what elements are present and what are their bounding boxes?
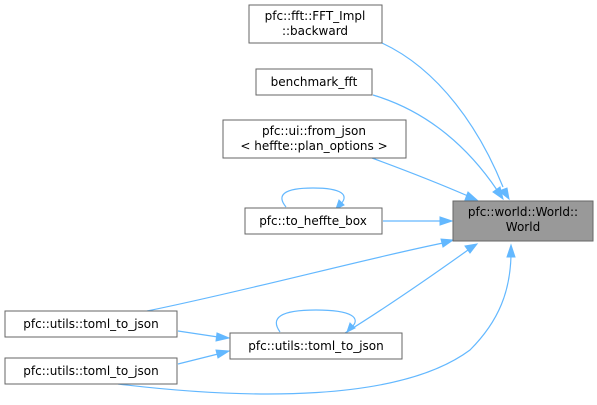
- edge-toml-mid-self-loop: [275, 309, 356, 333]
- edge-from-json-to-world: [371, 157, 469, 197]
- arrowhead-icon: [439, 216, 454, 226]
- node-label-line: pfc::fft::FFT_Impl: [265, 9, 366, 23]
- node-label-line: pfc::to_heffte_box: [259, 214, 367, 228]
- node-label-line: ::backward: [282, 24, 348, 38]
- arrowhead-icon: [464, 243, 479, 254]
- arrowhead-icon: [498, 187, 510, 201]
- node-label-line: benchmark_fft: [271, 75, 358, 89]
- nodes: pfc::world::World:: World pfc::fft::FFT_…: [4, 4, 594, 385]
- node-label-line: World: [506, 220, 540, 234]
- edge-benchmark-fft-to-world: [372, 94, 498, 191]
- arrowhead-icon: [346, 322, 356, 333]
- edge-toml-a-to-world: [146, 242, 444, 312]
- node-to-heffte-box[interactable]: pfc::to_heffte_box: [244, 207, 383, 235]
- arrowhead-icon: [492, 186, 504, 201]
- arrowhead-icon: [440, 238, 455, 248]
- arrowhead-icon: [506, 243, 516, 258]
- arrowhead-icon: [215, 332, 231, 342]
- node-label-line: pfc::ui::from_json: [262, 124, 366, 138]
- node-benchmark-fft[interactable]: benchmark_fft: [255, 68, 373, 96]
- arrowhead-icon: [335, 199, 345, 210]
- node-from-json[interactable]: pfc::ui::from_json < heffte::plan_option…: [222, 119, 407, 159]
- node-label-line: pfc::world::World::: [468, 205, 578, 219]
- edge-toml-b-to-toml-mid: [177, 353, 219, 365]
- node-label-line: < heffte::plan_options >: [240, 139, 387, 153]
- node-world-constructor[interactable]: pfc::world::World:: World: [452, 200, 594, 242]
- node-label-line: pfc::utils::toml_to_json: [23, 364, 159, 378]
- edges: [117, 42, 516, 395]
- node-fft-backward[interactable]: pfc::fft::FFT_Impl ::backward: [248, 4, 383, 44]
- node-toml-to-json-bottom[interactable]: pfc::utils::toml_to_json: [4, 357, 178, 385]
- arrowhead-icon: [464, 191, 479, 201]
- edge-toml-b-to-world: [117, 255, 512, 395]
- node-toml-to-json-middle[interactable]: pfc::utils::toml_to_json: [229, 332, 403, 360]
- node-label-line: pfc::utils::toml_to_json: [23, 317, 159, 331]
- node-toml-to-json-top[interactable]: pfc::utils::toml_to_json: [4, 310, 178, 338]
- edge-fft-backward-to-world: [381, 42, 504, 188]
- edge-toml-mid-to-world: [344, 249, 469, 334]
- node-label-line: pfc::utils::toml_to_json: [248, 339, 384, 353]
- edge-to-heffte-box-self-loop: [281, 187, 345, 208]
- edge-toml-a-to-toml-mid: [177, 330, 219, 338]
- arrowhead-icon: [215, 349, 231, 359]
